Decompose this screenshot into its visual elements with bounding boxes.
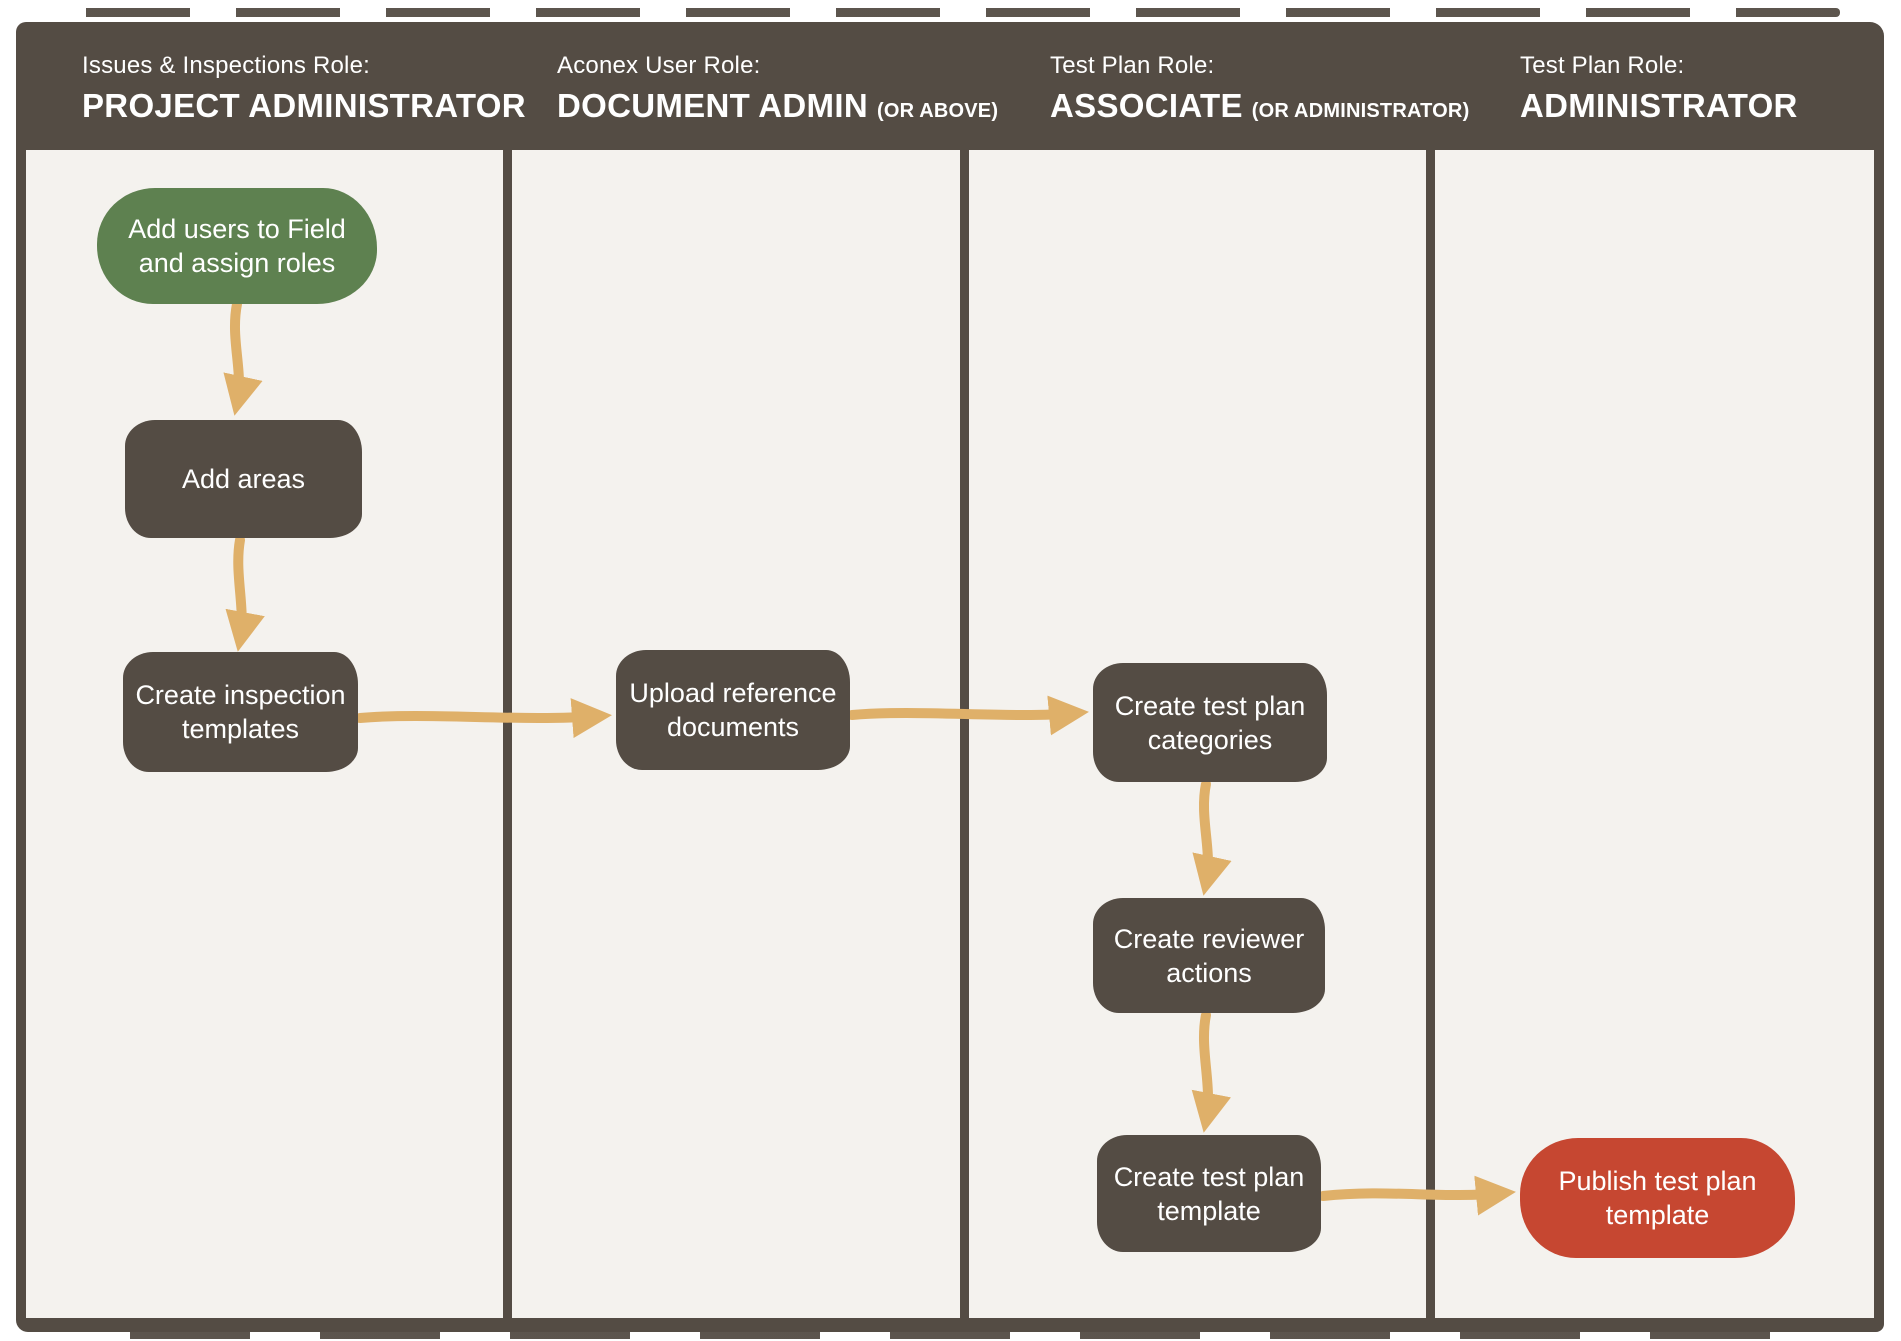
node-add-areas: Add areas xyxy=(125,420,362,538)
role-label: Test Plan Role: xyxy=(1520,52,1685,79)
lane-divider-2 xyxy=(960,150,969,1318)
node-label: Create test plan categories xyxy=(1114,690,1306,755)
node-create-reviewer-actions: Create reviewer actions xyxy=(1093,898,1325,1013)
node-label: Add users to Field and assign roles xyxy=(128,214,346,278)
role-name: ASSOCIATE xyxy=(1050,87,1243,124)
role-qualifier: (OR ADMINISTRATOR) xyxy=(1251,100,1470,122)
node-label: Add areas xyxy=(181,464,306,494)
lane-divider-1 xyxy=(503,150,512,1318)
role-qualifier: (OR ABOVE) xyxy=(876,100,999,122)
role-label: Test Plan Role: xyxy=(1050,52,1215,79)
role-name: ADMINISTRATOR xyxy=(1520,87,1798,124)
node-label: Create inspection templates xyxy=(135,680,346,744)
node-add-users-to-field: Add users to Field and assign roles xyxy=(97,188,377,304)
lane-header-administrator: Test Plan Role: ADMINISTRATOR xyxy=(1520,52,1807,125)
node-label: Upload reference documents xyxy=(629,678,837,742)
role-name: DOCUMENT ADMIN xyxy=(557,87,868,124)
node-create-inspection-templates: Create inspection templates xyxy=(123,652,358,772)
lane-header-project-administrator: Issues & Inspections Role: PROJECT ADMIN… xyxy=(82,52,535,125)
torn-edge-bottom-decoration xyxy=(60,1330,1840,1339)
node-label: Create test plan template xyxy=(1113,1161,1305,1226)
role-name: PROJECT ADMINISTRATOR xyxy=(82,87,526,124)
node-create-test-plan-template: Create test plan template xyxy=(1097,1135,1321,1252)
lane-header-document-admin: Aconex User Role: DOCUMENT ADMIN (OR ABOV… xyxy=(557,52,998,125)
role-label: Issues & Inspections Role: xyxy=(82,52,371,79)
lane-divider-3 xyxy=(1426,150,1435,1318)
role-label: Aconex User Role: xyxy=(557,52,761,79)
torn-edge-top-decoration xyxy=(40,8,1840,17)
lane-header-associate: Test Plan Role: ASSOCIATE (OR ADMINISTRAT… xyxy=(1050,52,1469,125)
node-create-test-plan-categories: Create test plan categories xyxy=(1093,663,1327,782)
node-label: Publish test plan template xyxy=(1558,1166,1757,1230)
node-publish-test-plan-template: Publish test plan template xyxy=(1520,1138,1795,1258)
node-label: Create reviewer actions xyxy=(1113,923,1305,988)
node-upload-reference-documents: Upload reference documents xyxy=(616,650,850,770)
